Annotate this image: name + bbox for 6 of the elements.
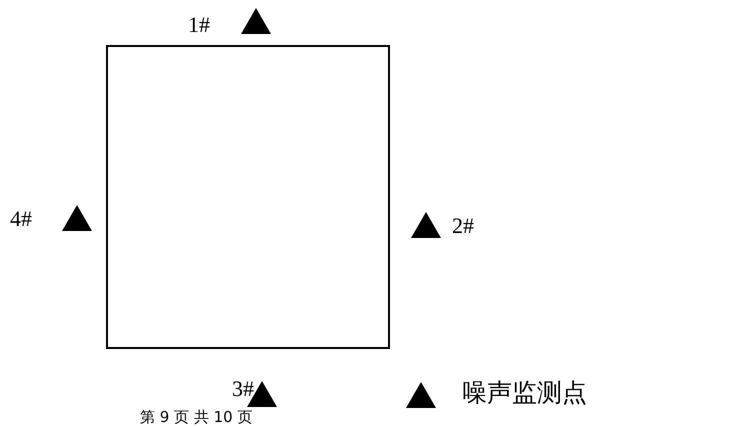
point-label: 2# [452,215,474,237]
point-label: 1# [188,14,210,36]
point-label: 4# [10,208,32,230]
page-number: 第 9 页 共 10 页 [140,410,252,425]
legend-label: 噪声监测点 [462,381,587,406]
point-label: 3# [232,378,254,400]
